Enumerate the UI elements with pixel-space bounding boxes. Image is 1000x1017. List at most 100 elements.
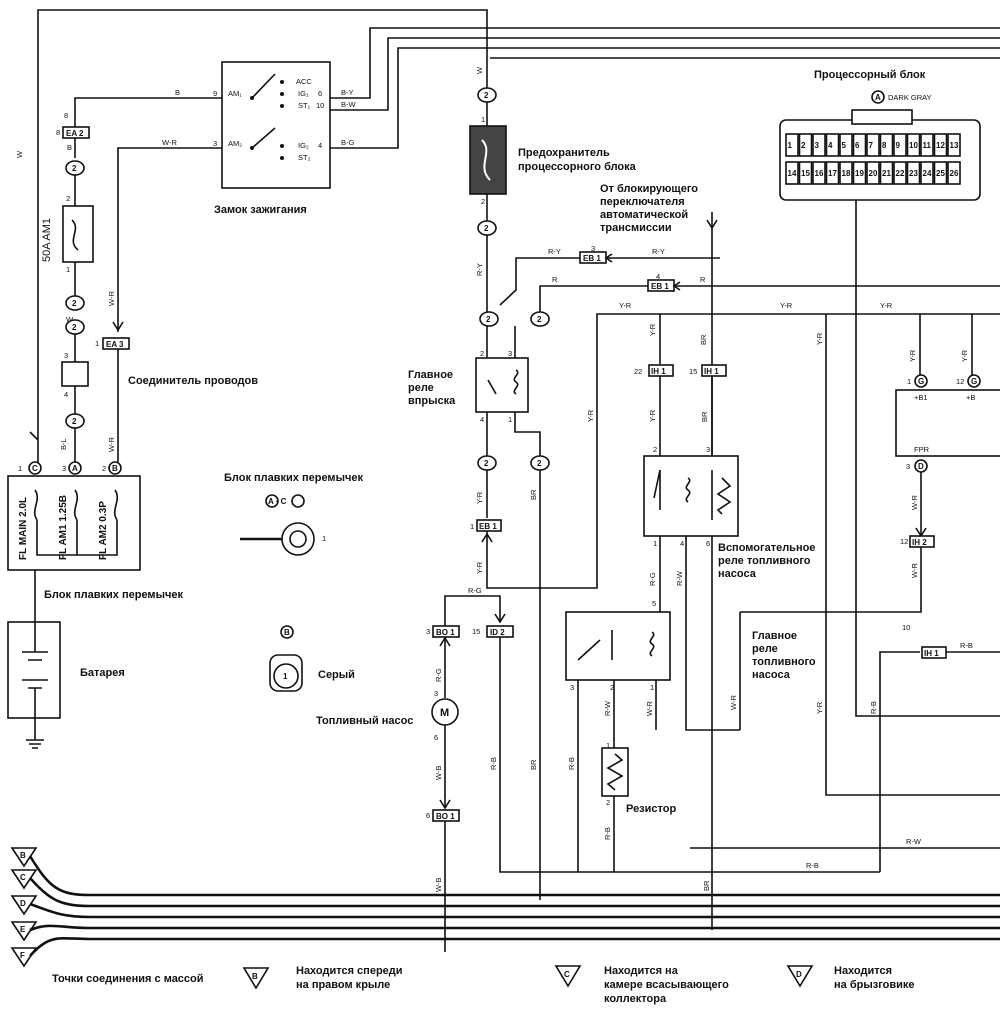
wire-yr-main	[486, 313, 1000, 589]
at-switch-l4: трансмиссии	[600, 222, 672, 234]
ecu-pin-cell	[812, 161, 826, 185]
ecu-pin-number: 22	[896, 169, 905, 178]
ecu-pin-cell	[866, 133, 880, 157]
wire-b-am1	[74, 97, 228, 132]
connector-ea2-label: EA 2	[66, 129, 84, 138]
ecu-pin-number: 19	[855, 169, 864, 178]
ign-pin3: 3	[213, 139, 217, 148]
ign-dot	[280, 104, 284, 108]
splice-num: 2	[72, 417, 77, 426]
main-fp-relay-l4: насоса	[752, 669, 791, 681]
wire-label-rb-a: R-B	[489, 757, 498, 770]
splice-num: 2	[72, 323, 77, 332]
wire-label-w-top: W	[475, 66, 484, 74]
wire-label-r-2: R	[700, 275, 706, 284]
fusible-conn-a	[68, 461, 82, 475]
wire-seg	[486, 412, 541, 456]
wire-rw-aux	[685, 536, 740, 731]
ground-wire	[28, 855, 1000, 897]
ground-wire	[29, 936, 1000, 957]
connector-bo1-b	[432, 809, 460, 822]
ecu-pin-number: 24	[923, 169, 932, 178]
ground-c-symbol-letter: C	[564, 970, 570, 979]
conn-num-1b: 1	[470, 522, 474, 531]
wire-bg	[330, 47, 1000, 149]
ecu-pin-number: 3	[815, 141, 820, 150]
ign-ig2: IG₂	[298, 141, 309, 150]
fusible-conn-b	[108, 461, 122, 475]
fuse-am1-label: 50A AM1	[41, 218, 53, 262]
wire-arrow	[494, 613, 506, 624]
aux-relay-l1: Вспомогательное	[718, 542, 815, 554]
wire-label-rb-d: R-B	[603, 827, 612, 840]
ecu-pin-cell	[933, 133, 948, 157]
fuel-pump-m: M	[440, 707, 449, 719]
fusible-conn-c-label: C	[32, 464, 38, 473]
ecu-pin-cell	[852, 161, 867, 185]
wire-arrow	[439, 636, 451, 647]
wire-label-yr-k: Y-R	[908, 349, 917, 362]
ground-c-l1: Находится на	[604, 965, 679, 977]
ground-wire	[29, 924, 1000, 932]
ecu-pin12-num: 12	[956, 377, 964, 386]
splice-num: 2	[484, 224, 489, 233]
wire-label-r: R	[552, 275, 558, 284]
ecu-pin-number: 5	[842, 141, 847, 150]
wire-wr-am2	[117, 147, 228, 332]
conn-num-8: 8	[64, 111, 68, 120]
ecu-fuse-pin2: 2	[481, 197, 485, 206]
ign-pin6: 6	[318, 89, 322, 98]
ecu-b: +B	[966, 393, 975, 402]
connector-ih2-label: IH 2	[912, 538, 927, 547]
ecu-pin-number: 10	[909, 141, 918, 150]
aux-relay-p4: 4	[680, 539, 684, 548]
ecu-pin-number: 26	[950, 169, 959, 178]
wire-label-yr-b: Y-R	[475, 561, 484, 574]
wire-label-br-3: BR	[529, 489, 538, 500]
wire-arrow	[604, 253, 613, 263]
connector-ih1-c-label: IH 1	[924, 649, 939, 658]
wire-arrow	[439, 799, 451, 810]
fl-main-element	[33, 489, 39, 521]
ecu-pin-cell	[812, 133, 826, 157]
wire-label-yr-a: Y-R	[475, 491, 484, 504]
ground-b-l1: Находится спереди	[296, 965, 403, 977]
wire-label-ry-2: R-Y	[652, 247, 665, 256]
main-fp-relay-l2: реле	[752, 643, 778, 655]
wire-label-yr-i: Y-R	[815, 332, 824, 345]
ign-dot	[250, 146, 254, 150]
conn-num-12: 12	[900, 537, 908, 546]
wire-label-bl: B-L	[59, 438, 68, 450]
connector-ea3	[102, 337, 130, 350]
wire-connector-pin3: 3	[64, 351, 68, 360]
wire-label-rw-b: R-W	[603, 700, 612, 716]
ground-b-symbol-letter: B	[252, 972, 258, 981]
ecu-pin-cell	[879, 161, 894, 185]
main-fp-relay-p1: 1	[650, 683, 654, 692]
wire-label-rg: R-G	[468, 586, 482, 595]
ecu-pin-cell	[947, 133, 961, 157]
ecu-pin3-num: 3	[906, 462, 910, 471]
efi-relay-l3: впрыска	[408, 395, 456, 407]
wire-label-br-4: BR	[529, 759, 538, 770]
ign-am2: AM₂	[228, 139, 242, 148]
ecu-pin-number: 11	[923, 141, 932, 150]
main-fp-relay-symbol	[577, 630, 655, 661]
connector-bo1-a-label: BO 1	[436, 628, 455, 637]
conn-num-10: 10	[902, 623, 910, 632]
wire-seg	[659, 376, 713, 456]
resistor-title: Резистор	[626, 803, 676, 815]
ecu-pin-g1	[914, 374, 928, 388]
ecu-conn-letter: A	[875, 93, 881, 102]
ecu-pin-number: 17	[828, 169, 837, 178]
fuse-am1-pin2: 2	[66, 194, 70, 203]
conn-num-6: 6	[426, 811, 430, 820]
wire-connector-title: Соединитель проводов	[128, 375, 258, 387]
connector-ea3-label: EA 3	[106, 340, 124, 349]
wire-label-br-5: BR	[700, 411, 709, 422]
legend-conn-c	[291, 494, 305, 508]
aux-relay-l2: реле топливного	[718, 555, 811, 567]
connector-ih1-b-label: IH 1	[704, 367, 719, 376]
ign-pin10: 10	[316, 101, 324, 110]
conn-num-3b: 3	[591, 244, 595, 253]
